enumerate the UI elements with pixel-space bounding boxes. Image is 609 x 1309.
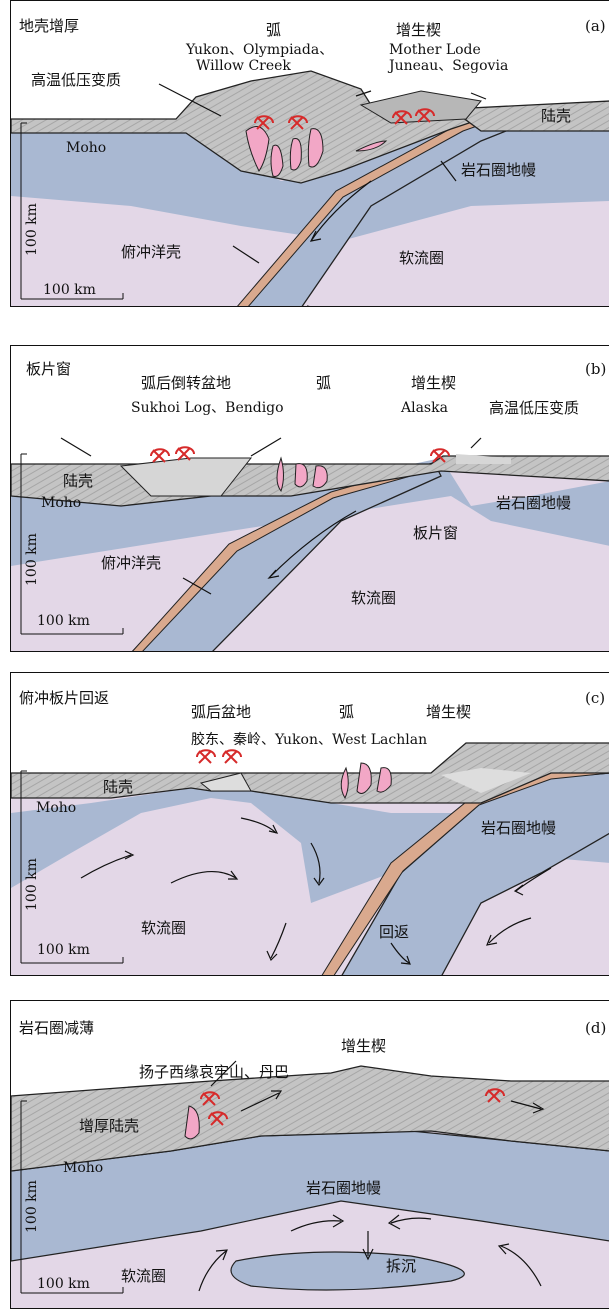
litho-mantle-label: 岩石圈地幔: [481, 821, 556, 836]
arc-deposits-1: Yukon、Olympiada、: [186, 43, 333, 57]
moho-label: Moho: [63, 1161, 103, 1175]
moho-label: Moho: [36, 801, 76, 815]
stage-title: 地壳增厚: [19, 19, 79, 34]
astheno-label: 软流圈: [121, 1269, 166, 1284]
delamination-label: 拆沉: [386, 1259, 416, 1274]
litho-mantle-label: 岩石圈地幔: [496, 496, 571, 511]
depth-scale: 100 km: [25, 533, 39, 586]
depth-scale: 100 km: [25, 1180, 39, 1233]
wedge-label: 增生楔: [411, 376, 456, 391]
panel-c: 俯冲板片回返 (c) 弧后盆地 弧 增生楔 胶东、秦岭、Yukon、West L…: [10, 672, 609, 976]
htlp-label: 高温低压变质: [489, 401, 579, 416]
deposits: 胶东、秦岭、Yukon、West Lachlan: [191, 733, 427, 747]
deposits: 扬子西缘哀牢山、丹巴: [139, 1065, 289, 1080]
panel-a: 地壳增厚 (a) 弧 Yukon、Olympiada、 Willow Creek…: [10, 0, 609, 307]
moho-label: Moho: [41, 496, 81, 510]
depth-scale: 100 km: [25, 858, 39, 911]
htlp-label: 高温低压变质: [31, 73, 121, 88]
horizontal-scale: 100 km: [37, 943, 90, 957]
panel-d: 岩石圈减薄 (d) 增生楔 扬子西缘哀牢山、丹巴 增厚陆壳 Moho 岩石圈地幔…: [10, 1000, 609, 1309]
panel-label: (a): [585, 19, 606, 34]
wedge-label: 增生楔: [341, 1039, 386, 1054]
astheno-label: 软流圈: [399, 251, 444, 266]
backarc-label: 弧后盆地: [191, 705, 251, 720]
horizontal-scale: 100 km: [43, 283, 96, 297]
backarc-deposits: Sukhoi Log、Bendigo: [131, 401, 284, 415]
astheno-label: 软流圈: [351, 591, 396, 606]
slab-label: 俯冲洋壳: [101, 556, 161, 571]
stage-title: 俯冲板片回返: [19, 691, 109, 706]
crust-label: 陆壳: [541, 109, 571, 124]
wedge-deposits-2: Juneau、Segovia: [389, 59, 508, 73]
panel-label: (b): [585, 362, 606, 377]
crust-label: 陆壳: [103, 780, 133, 795]
astheno-label: 软流圈: [141, 921, 186, 936]
crust-label: 陆壳: [63, 474, 93, 489]
moho-label: Moho: [66, 141, 106, 155]
arc-deposits-2: Willow Creek: [196, 59, 291, 73]
panel-b: 板片窗 (b) 弧后倒转盆地 弧 增生楔 Sukhoi Log、Bendigo …: [10, 345, 609, 652]
wedge-label: 增生楔: [396, 23, 441, 38]
stage-title: 岩石圈减薄: [19, 1021, 94, 1036]
slab-window-label: 板片窗: [413, 526, 458, 541]
litho-mantle-label: 岩石圈地幔: [306, 1181, 381, 1196]
wedge-deposits-1: Mother Lode: [389, 43, 481, 57]
wedge-label: 增生楔: [426, 705, 471, 720]
panel-d-diagram: [11, 1001, 609, 1309]
litho-mantle-label: 岩石圈地幔: [461, 163, 536, 178]
crust-label: 增厚陆壳: [79, 1119, 139, 1134]
horizontal-scale: 100 km: [37, 614, 90, 628]
depth-scale: 100 km: [25, 203, 39, 256]
rollback-label: 回返: [379, 925, 409, 940]
slab-label: 俯冲洋壳: [121, 245, 181, 260]
stage-title: 板片窗: [26, 362, 71, 377]
panel-label: (d): [585, 1021, 606, 1036]
horizontal-scale: 100 km: [37, 1277, 90, 1291]
panel-label: (c): [585, 691, 605, 706]
arc-label: 弧: [316, 376, 331, 391]
arc-label: 弧: [339, 705, 354, 720]
backarc-label: 弧后倒转盆地: [141, 376, 231, 391]
arc-label: 弧: [266, 23, 281, 38]
wedge-deposits: Alaska: [401, 401, 448, 415]
